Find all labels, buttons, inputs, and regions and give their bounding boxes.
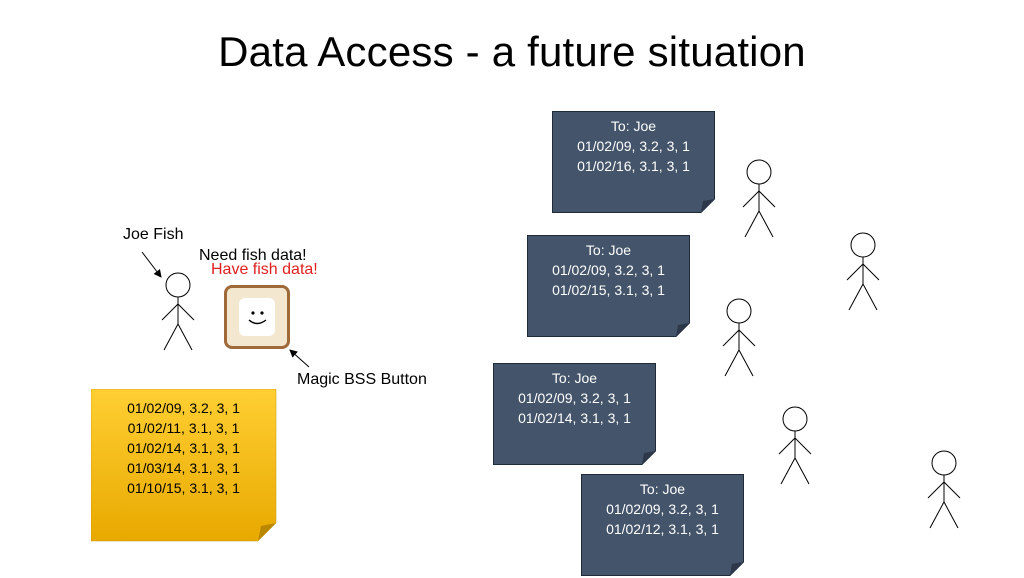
person-stick-figure — [742, 159, 776, 238]
have-fish-data-text: Have fish data! — [211, 261, 318, 278]
joe-fish-arrow — [141, 251, 162, 278]
local-data-note: 01/02/09, 3.2, 3, 1 01/02/11, 3.1, 3, 1 … — [91, 389, 277, 542]
note-recipient: To: Joe — [551, 370, 598, 386]
magic-button-arrow — [289, 349, 310, 368]
slide-title: Data Access - a future situation — [218, 28, 806, 75]
local-data-line: 01/10/15, 3.1, 3, 1 — [127, 480, 240, 496]
person-stick-figure — [722, 298, 756, 377]
note-data-line: 01/02/15, 3.1, 3, 1 — [552, 282, 665, 298]
remote-data-note: To: Joe 01/02/09, 3.2, 3, 1 01/02/14, 3.… — [493, 363, 656, 465]
joe-fish-stick-figure — [161, 272, 195, 351]
person-stick-figure — [778, 406, 812, 485]
note-recipient: To: Joe — [639, 481, 686, 497]
local-data-line: 01/03/14, 3.1, 3, 1 — [127, 460, 240, 476]
note-data-line: 01/02/09, 3.2, 3, 1 — [577, 138, 690, 154]
note-recipient: To: Joe — [585, 242, 632, 258]
note-data-line: 01/02/12, 3.1, 3, 1 — [606, 521, 719, 537]
note-data-line: 01/02/16, 3.1, 3, 1 — [577, 158, 690, 174]
magic-bss-button[interactable] — [224, 285, 290, 349]
remote-data-note: To: Joe 01/02/09, 3.2, 3, 1 01/02/12, 3.… — [581, 474, 744, 576]
local-data-line: 01/02/11, 3.1, 3, 1 — [127, 420, 240, 436]
need-fish-data-text: Need fish data! — [199, 247, 307, 264]
note-recipient: To: Joe — [610, 118, 657, 134]
smiley-face-icon — [239, 298, 275, 336]
remote-data-note: To: Joe 01/02/09, 3.2, 3, 1 01/02/16, 3.… — [552, 111, 715, 213]
note-data-line: 01/02/09, 3.2, 3, 1 — [552, 262, 665, 278]
person-stick-figure — [846, 232, 880, 311]
local-data-line: 01/02/09, 3.2, 3, 1 — [127, 400, 240, 416]
local-data-line: 01/02/14, 3.1, 3, 1 — [127, 440, 240, 456]
note-data-line: 01/02/09, 3.2, 3, 1 — [606, 501, 719, 517]
magic-bss-button-label: Magic BSS Button — [297, 371, 427, 388]
note-data-line: 01/02/09, 3.2, 3, 1 — [518, 390, 631, 406]
person-stick-figure — [927, 450, 961, 529]
remote-data-note: To: Joe 01/02/09, 3.2, 3, 1 01/02/15, 3.… — [527, 235, 690, 337]
joe-fish-label: Joe Fish — [123, 226, 184, 243]
note-data-line: 01/02/14, 3.1, 3, 1 — [518, 410, 631, 426]
